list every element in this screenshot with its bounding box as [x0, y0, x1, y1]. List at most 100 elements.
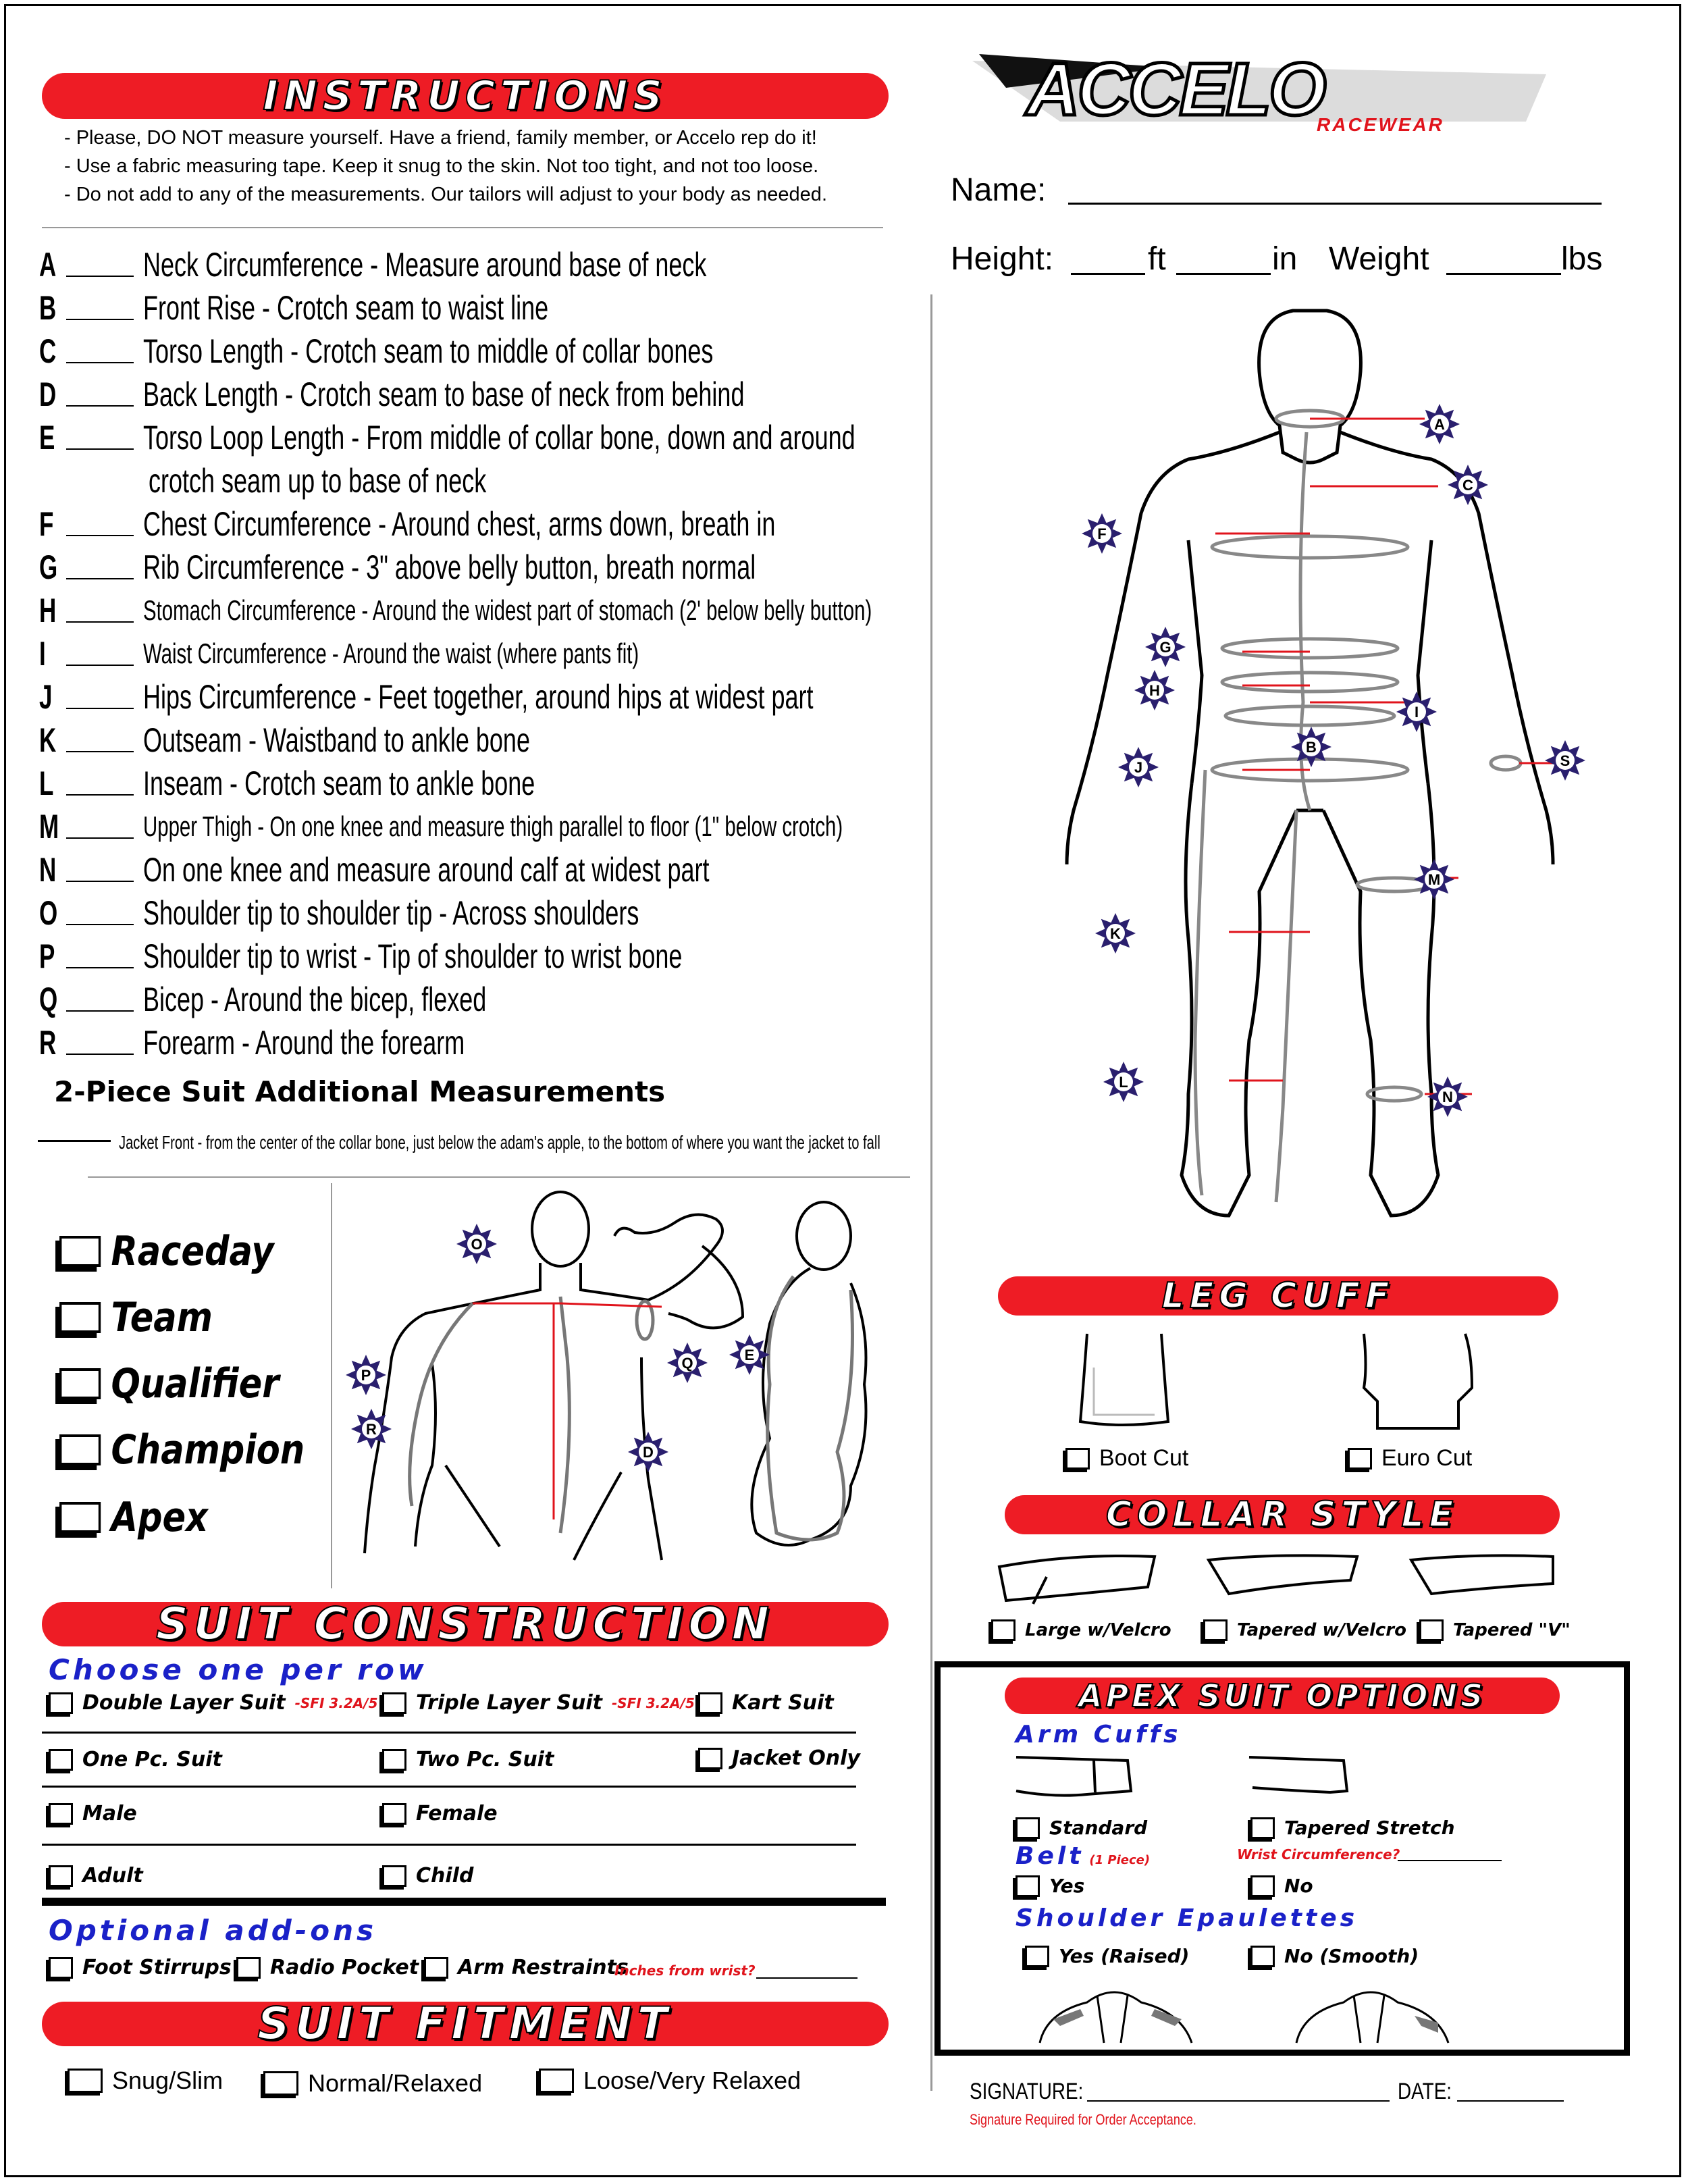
measurement-blank-d[interactable] [66, 405, 134, 407]
boot-cut-checkbox[interactable] [1065, 1447, 1090, 1470]
measurement-blank-k[interactable] [66, 751, 134, 752]
signature-field[interactable] [1087, 2100, 1390, 2102]
normal-relaxed-checkbox[interactable] [263, 2071, 298, 2096]
measurement-blank-i[interactable] [66, 665, 134, 666]
child-option[interactable]: Child [382, 1864, 473, 1888]
measurement-blank-b[interactable] [66, 319, 134, 320]
measurement-row-continued: crotch seam up to base of neck [149, 461, 618, 501]
measurement-blank-h[interactable] [66, 621, 134, 623]
measurement-blank-o[interactable] [66, 924, 134, 925]
one-pc-suit-checkbox[interactable] [49, 1748, 73, 1771]
suit-model-checkbox[interactable] [59, 1434, 101, 1465]
kart-suit-checkbox[interactable] [698, 1692, 722, 1714]
date-field[interactable] [1457, 2100, 1564, 2102]
boot-cut-option[interactable]: Boot Cut [1065, 1445, 1188, 1472]
radio-pocket-option[interactable]: Radio Pocket [236, 1956, 419, 1979]
adult-option[interactable]: Adult [49, 1864, 143, 1888]
epaulettes-no-checkbox[interactable] [1250, 1945, 1275, 1967]
loose-very-relaxed-option[interactable]: Loose/Very Relaxed [539, 2066, 801, 2095]
radio-pocket-checkbox[interactable] [236, 1956, 261, 1979]
suit-model-checkbox[interactable] [59, 1302, 101, 1333]
arm-restraints-checkbox[interactable] [424, 1956, 448, 1979]
suit-model-checkbox[interactable] [59, 1502, 101, 1533]
snug-slim-checkbox[interactable] [68, 2069, 103, 2093]
foot-stirrups-option[interactable]: Foot Stirrups [49, 1956, 232, 1979]
suit-model-raceday-option[interactable]: Raceday [59, 1228, 274, 1275]
marker-d: D [628, 1432, 668, 1472]
measurement-blank-j[interactable] [66, 708, 134, 709]
suit-model-checkbox[interactable] [59, 1368, 101, 1399]
double-layer-suit-checkbox[interactable] [49, 1692, 73, 1714]
jacket-front-blank[interactable] [38, 1140, 111, 1142]
belt-yes-checkbox[interactable] [1016, 1875, 1040, 1897]
measurement-blank-p[interactable] [66, 967, 134, 968]
measurement-blank-e[interactable] [66, 448, 134, 450]
belt-yes-option[interactable]: Yes [1016, 1875, 1084, 1897]
tapered-velcro-option[interactable]: Tapered w/Velcro [1203, 1619, 1406, 1641]
measurement-blank-q[interactable] [66, 1010, 134, 1012]
two-pc-suit-option[interactable]: Two Pc. Suit [382, 1748, 554, 1771]
large-velcro-checkbox[interactable] [991, 1619, 1016, 1641]
large-velcro-option[interactable]: Large w/Velcro [991, 1619, 1171, 1641]
measurement-blank-a[interactable] [66, 276, 134, 277]
measurement-text: Front Rise - Crotch seam to waist line [143, 289, 549, 327]
measurement-blank-c[interactable] [66, 362, 134, 363]
suit-model-qualifier-option[interactable]: Qualifier [59, 1360, 279, 1407]
standard-cuff-checkbox[interactable] [1016, 1817, 1040, 1839]
one-pc-suit-option[interactable]: One Pc. Suit [49, 1748, 222, 1771]
tapered-v-checkbox[interactable] [1419, 1619, 1444, 1641]
tapered-stretch-cuff-option[interactable]: Tapered Stretch [1250, 1817, 1455, 1839]
euro-cut-option[interactable]: Euro Cut [1348, 1445, 1472, 1472]
name-field[interactable] [1068, 203, 1602, 205]
arm-restraints-option[interactable]: Arm Restraints [424, 1956, 629, 1979]
measurement-blank-r[interactable] [66, 1054, 134, 1055]
female-checkbox[interactable] [382, 1802, 406, 1825]
suit-model-apex-option[interactable]: Apex [59, 1494, 208, 1541]
belt-no-checkbox[interactable] [1250, 1875, 1275, 1897]
kart-suit-option[interactable]: Kart Suit [698, 1691, 834, 1715]
epaulettes-no-option[interactable]: No (Smooth) [1250, 1945, 1419, 1967]
suit-model-champion-option[interactable]: Champion [59, 1426, 305, 1474]
snug-slim-option[interactable]: Snug/Slim [68, 2066, 223, 2095]
weight-field[interactable] [1446, 273, 1561, 275]
triple-layer-suit-checkbox[interactable] [382, 1692, 406, 1714]
epaulettes-yes-checkbox[interactable] [1025, 1945, 1049, 1967]
measurement-letter: K [39, 721, 57, 759]
jacket-only-option[interactable]: Jacket Only [698, 1746, 860, 1770]
suit-model-checkbox[interactable] [59, 1236, 101, 1267]
two-pc-suit-checkbox[interactable] [382, 1748, 406, 1771]
marker-s: S [1545, 740, 1585, 781]
measurement-blank-n[interactable] [66, 881, 134, 882]
tapered-velcro-checkbox[interactable] [1203, 1619, 1228, 1641]
epaulettes-yes-option[interactable]: Yes (Raised) [1025, 1945, 1189, 1967]
standard-cuff-option[interactable]: Standard [1016, 1817, 1147, 1839]
in-label: in [1272, 241, 1298, 277]
suit-model-team-option[interactable]: Team [59, 1294, 213, 1341]
tapered-v-option[interactable]: Tapered "V" [1419, 1619, 1571, 1641]
foot-stirrups-checkbox[interactable] [49, 1956, 73, 1979]
loose-very-relaxed-checkbox[interactable] [539, 2069, 574, 2093]
measurement-blank-l[interactable] [66, 794, 134, 796]
adult-checkbox[interactable] [49, 1865, 73, 1887]
height-ft-field[interactable] [1071, 273, 1145, 275]
male-checkbox[interactable] [49, 1802, 73, 1825]
measurement-blank-g[interactable] [66, 578, 134, 579]
jacket-only-checkbox[interactable] [698, 1747, 722, 1769]
tapered-stretch-cuff-checkbox[interactable] [1250, 1817, 1275, 1839]
female-option[interactable]: Female [382, 1802, 498, 1825]
height-in-field[interactable] [1176, 273, 1271, 275]
wrist-circumference-blank[interactable] [1398, 1860, 1502, 1861]
euro-cut-checkbox[interactable] [1348, 1447, 1372, 1470]
measurement-blank-f[interactable] [66, 535, 134, 536]
inches-from-wrist-blank[interactable] [756, 1977, 858, 1979]
belt-no-option[interactable]: No [1250, 1875, 1313, 1897]
triple-layer-suit-option[interactable]: Triple Layer Suit-SFI 3.2A/5 [382, 1691, 695, 1715]
svg-text:K: K [1110, 925, 1121, 942]
svg-text:Q: Q [681, 1355, 693, 1372]
child-checkbox[interactable] [382, 1865, 406, 1887]
normal-relaxed-option[interactable]: Normal/Relaxed [263, 2069, 482, 2098]
double-layer-suit-option[interactable]: Double Layer Suit-SFI 3.2A/5 [49, 1691, 378, 1715]
measurement-blank-m[interactable] [66, 837, 134, 839]
male-option[interactable]: Male [49, 1802, 137, 1825]
